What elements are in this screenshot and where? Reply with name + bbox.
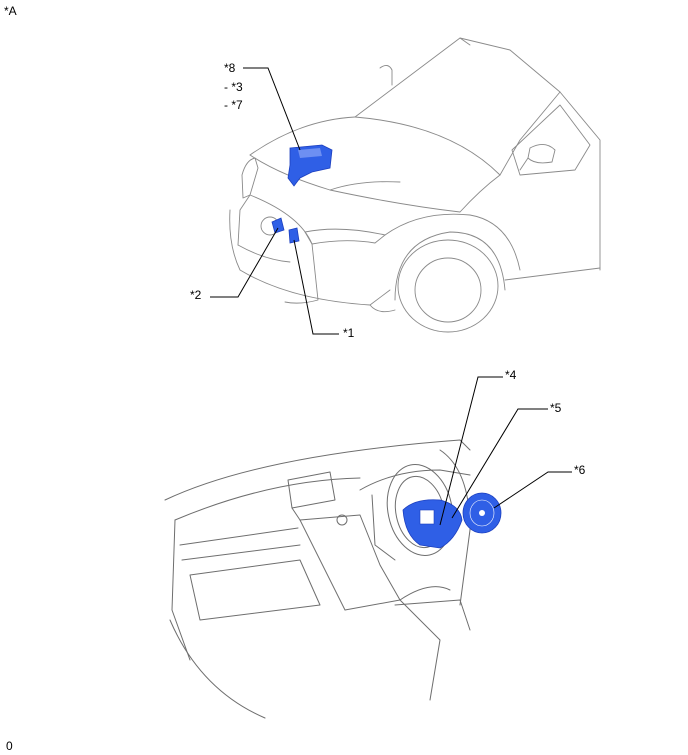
vehicle-interior-illustration (164, 439, 471, 719)
vehicle-front-illustration (229, 37, 601, 333)
leader-6 (493, 471, 572, 509)
sensor-center-highlight (288, 227, 300, 244)
leader-1 (293, 239, 339, 335)
sensor-left-highlight (271, 217, 285, 234)
callout-2: *2 (190, 288, 202, 302)
ecu-module-highlight (287, 144, 333, 187)
callout-4: *4 (505, 368, 517, 382)
callout-6: *6 (574, 463, 586, 477)
figure-label: *A (4, 4, 17, 18)
callout-1: *1 (343, 326, 355, 340)
footer-label: 0 (6, 739, 13, 753)
leader-4 (439, 376, 503, 526)
steering-pad-highlight (402, 499, 463, 549)
callout-5: *5 (550, 401, 562, 415)
leader-2 (210, 227, 279, 298)
leader-5 (451, 408, 548, 519)
airbag-module-highlight (462, 492, 502, 534)
callout-7: - *7 (224, 98, 243, 112)
callout-8: *8 (224, 61, 236, 75)
leader-8 (243, 67, 301, 151)
callout-3: - *3 (224, 80, 243, 94)
